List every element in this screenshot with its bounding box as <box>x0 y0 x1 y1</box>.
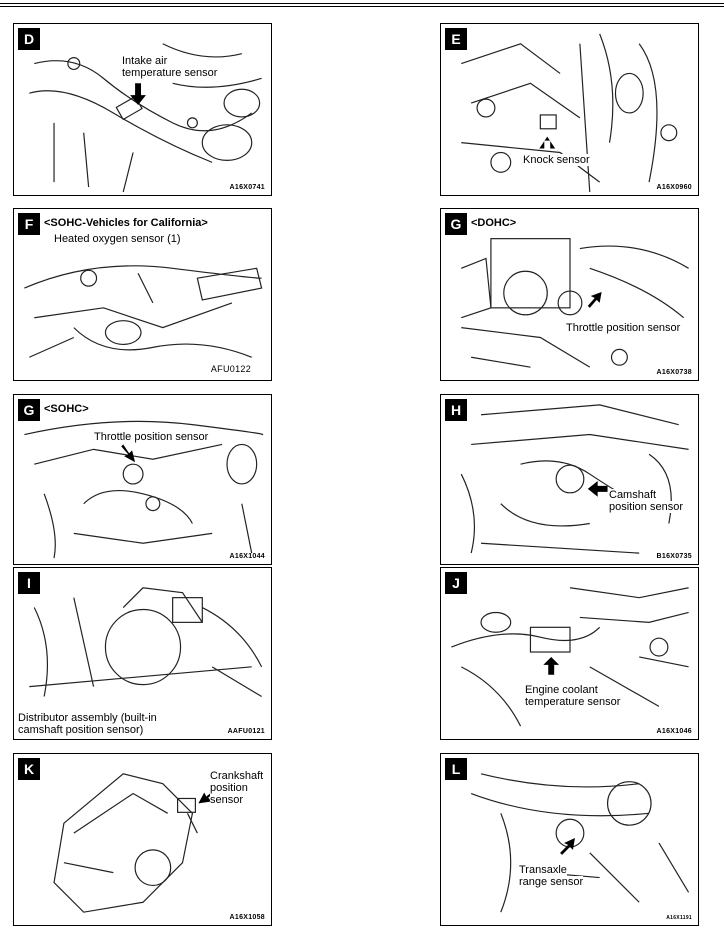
figure-code-g-dohc: A16X0738 <box>656 369 692 376</box>
panel-letter-g-dohc: G <box>445 213 467 235</box>
label-engine-coolant: Engine coolant <box>525 684 598 696</box>
label-camshaft: Camshaft <box>609 489 657 501</box>
panel-letter-g-sohc: G <box>18 399 40 421</box>
figure-code-h: B16X0735 <box>656 553 692 560</box>
engine-illustration-j <box>451 587 689 727</box>
label-sohc-california: <SOHC-Vehicles for California> <box>44 217 208 229</box>
figure-code-l: A16X1191 <box>666 915 692 921</box>
panel-letter-d: D <box>18 28 40 50</box>
label-temperature-sensor-j: temperature sensor <box>525 696 621 708</box>
diagram-panel-l: L Transaxle range sensor A16X1191 <box>440 753 699 926</box>
engine-illustration-l <box>470 773 690 913</box>
label-range-sensor: range sensor <box>519 876 584 888</box>
engine-illustration-i <box>29 587 263 698</box>
diagram-panel-k: K Crankshaft position sensor A16X1058 <box>13 753 272 926</box>
panel-letter-i: I <box>18 572 40 594</box>
diagram-panel-d: D Intake air temperature sensor A16X0741 <box>13 23 272 196</box>
top-rule-1 <box>0 3 724 4</box>
diagram-panel-e: E Knock sensor A16X0960 <box>440 23 699 196</box>
figure-code-k: A16X1058 <box>229 914 265 921</box>
panel-letter-k: K <box>18 758 40 780</box>
diagram-panel-g-dohc: G <DOHC> Throttle position sensor A16X07… <box>440 208 699 381</box>
top-rule-2 <box>0 6 724 7</box>
label-throttle-position-sensor-sohc: Throttle position sensor <box>94 431 209 443</box>
engine-illustration-k <box>53 773 218 913</box>
figure-code-f: AFU0122 <box>210 364 251 374</box>
label-position-k: position <box>210 782 248 794</box>
label-position-sensor-h: position sensor <box>609 501 683 513</box>
label-knock-sensor: Knock sensor <box>523 154 590 166</box>
label-distributor-assembly: Distributor assembly (built-in <box>18 712 157 724</box>
label-dohc: <DOHC> <box>471 217 517 229</box>
figure-code-d: A16X0741 <box>229 184 265 191</box>
label-sohc: <SOHC> <box>44 403 89 415</box>
label-temperature-sensor: temperature sensor <box>122 67 218 79</box>
figure-code-i: AAFU0121 <box>227 728 265 735</box>
engine-illustration-g-sohc <box>24 420 264 559</box>
engine-illustration-g-dohc <box>461 238 689 368</box>
engine-illustration-h <box>460 404 689 554</box>
label-camshaft-position-sensor-i: camshaft position sensor) <box>18 724 144 736</box>
label-throttle-position-sensor-dohc: Throttle position sensor <box>566 322 681 334</box>
engine-illustration-f <box>24 265 263 358</box>
label-transaxle: Transaxle <box>519 864 567 876</box>
engine-illustration-e <box>461 33 678 193</box>
panel-letter-e: E <box>445 28 467 50</box>
label-crankshaft: Crankshaft <box>210 770 264 782</box>
panel-letter-f: F <box>18 213 40 235</box>
panel-letter-l: L <box>445 758 467 780</box>
label-heated-oxygen-sensor: Heated oxygen sensor (1) <box>54 233 181 245</box>
diagram-panel-g-sohc: G <SOHC> Throttle position sensor A16X10… <box>13 394 272 565</box>
label-intake-air: Intake air <box>122 55 168 67</box>
diagram-panel-f: F <SOHC-Vehicles for California> Heated … <box>13 208 272 381</box>
panel-letter-j: J <box>445 572 467 594</box>
panel-letter-h: H <box>445 399 467 421</box>
figure-code-j: A16X1046 <box>656 728 692 735</box>
label-sensor-k: sensor <box>210 794 244 806</box>
figure-code-g-sohc: A16X1044 <box>229 553 265 560</box>
diagram-panel-i: I Distributor assembly (built-in camshaf… <box>13 567 272 740</box>
diagram-panel-h: H Camshaft position sensor B16X0735 <box>440 394 699 565</box>
figure-code-e: A16X0960 <box>656 184 692 191</box>
engine-illustration-d <box>29 43 262 193</box>
diagram-panel-j: J Engine coolant temperature sensor A16X… <box>440 567 699 740</box>
